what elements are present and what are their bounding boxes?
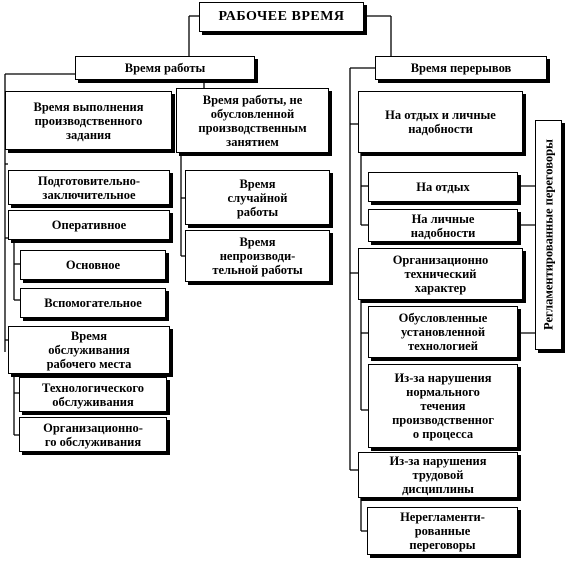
unproductive-work-node: Время непроизводи- тельной работы	[185, 230, 330, 282]
rest-node: На отдых	[368, 172, 518, 202]
preparatory-node: Подготовительно- заключительное	[8, 170, 170, 205]
work-time-node: Время работы	[75, 56, 255, 80]
auxiliary-node: Вспомогательное	[20, 288, 166, 318]
unregulated-talks-node: Нерегламенти- рованные переговоры	[367, 507, 518, 555]
tech-service-node: Технологического обслуживания	[19, 377, 167, 412]
personal-node: На личные надобности	[368, 209, 518, 242]
workplace-service-node: Время обслуживания рабочего места	[8, 326, 170, 374]
discipline-violation-node: Из-за нарушения трудовой дисциплины	[358, 452, 518, 498]
break-time-node: Время перерывов	[375, 56, 547, 80]
random-work-node: Время случайной работы	[185, 170, 330, 225]
org-tech-node: Организационно технический характер	[358, 248, 523, 300]
regulated-talks-node: Регламентированные переговоры	[535, 120, 562, 350]
org-service-node: Организационно- го обслуживания	[19, 417, 167, 452]
rest-personal-node: На отдых и личные надобности	[358, 91, 523, 153]
operational-node: Оперативное	[8, 210, 170, 240]
production-task-node: Время выполнения производственного задан…	[5, 91, 172, 150]
process-violation-node: Из-за нарушения нормального течения прои…	[368, 364, 518, 448]
main-node: Основное	[20, 250, 166, 280]
unconditioned-work-node: Время работы, не обусловленной производс…	[176, 88, 329, 153]
tech-conditioned-node: Обусловленные установленной технологией	[368, 306, 518, 358]
work-time-root: РАБОЧЕЕ ВРЕМЯ	[199, 2, 364, 32]
